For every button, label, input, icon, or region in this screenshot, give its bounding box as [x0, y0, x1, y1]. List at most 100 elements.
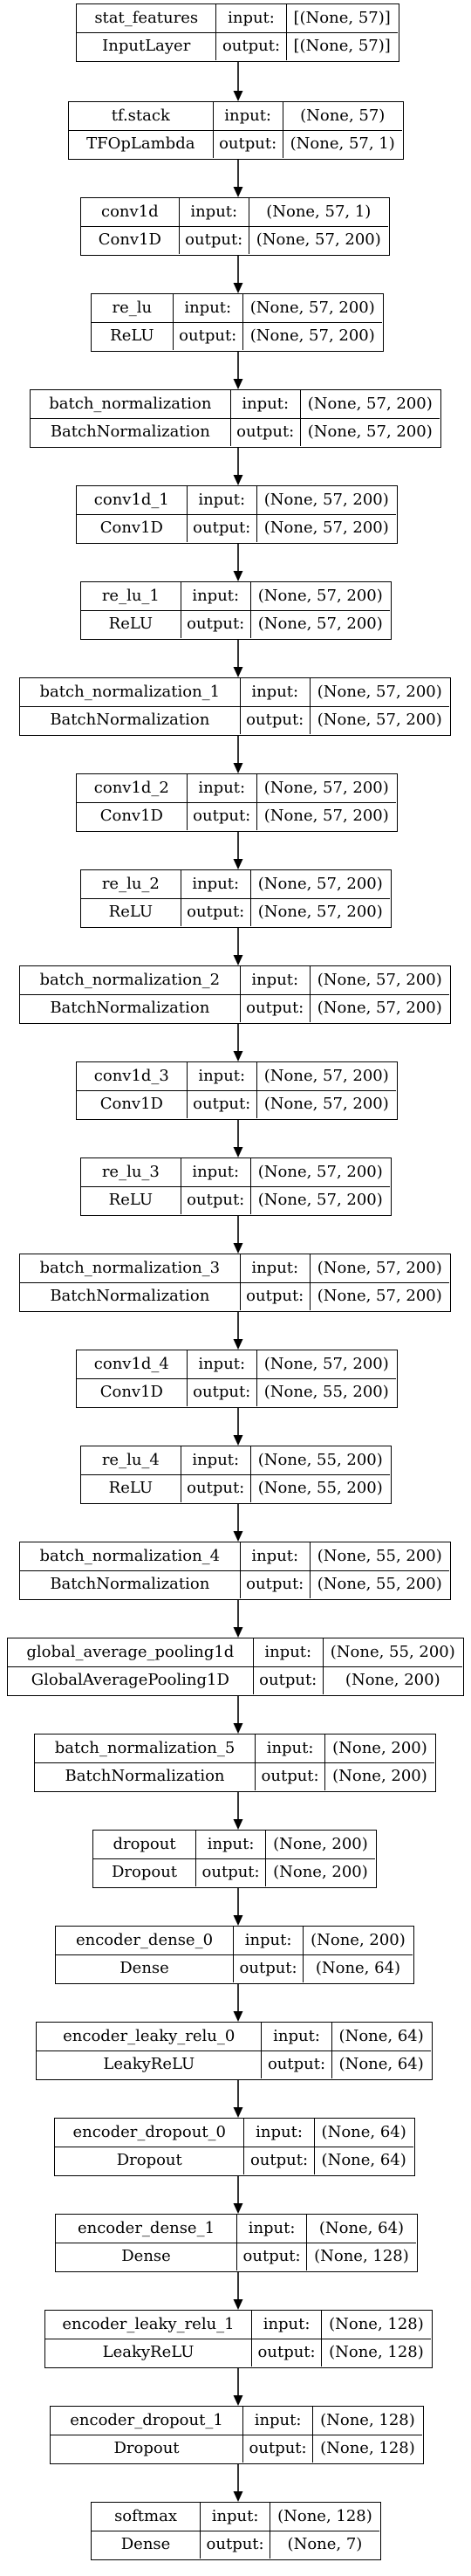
layer-name: re_lu: [92, 294, 174, 324]
input-label: input:: [256, 1735, 326, 1764]
input-label: input:: [196, 1831, 267, 1860]
output-shape: (None, 57, 200): [263, 807, 389, 826]
edge-arrowhead: [233, 2491, 243, 2502]
input-shape: (None, 55, 200): [323, 1638, 462, 1668]
output-label: output:: [231, 419, 301, 446]
input-label: input:: [252, 2311, 323, 2340]
edge-arrowhead: [233, 2203, 243, 2214]
input-shape: (None, 55, 200): [250, 1446, 390, 1476]
output-label: output:: [234, 1955, 304, 1982]
layer-type: BatchNormalization: [20, 707, 241, 734]
layer-type: Conv1D: [77, 1379, 188, 1406]
layer-name: encoder_leaky_relu_1: [45, 2311, 253, 2340]
output-label: output:: [181, 1187, 251, 1214]
output-label: output:: [256, 1763, 326, 1790]
input-label: input:: [244, 2119, 315, 2148]
layer-type: Conv1D: [77, 803, 188, 830]
output-shape: (None, 57, 200): [257, 615, 383, 634]
input-shape: (None, 57, 200): [250, 582, 390, 612]
layer-type: ReLU: [81, 899, 181, 926]
input-shape: (None, 57): [283, 102, 402, 132]
input-shape: (None, 57, 200): [256, 1062, 396, 1092]
layer-name: conv1d: [81, 198, 180, 228]
layer-name: batch_normalization_4: [20, 1542, 241, 1572]
output-shape: [(None, 57)]: [293, 37, 391, 56]
input-label: input:: [187, 1062, 257, 1092]
edge-arrowhead: [233, 763, 243, 773]
input-shape: (None, 128): [313, 2407, 422, 2436]
input-label: input:: [181, 1158, 251, 1188]
edge-arrowhead: [233, 2299, 243, 2310]
output-label: output:: [241, 1283, 311, 1310]
output-label: output:: [237, 2243, 308, 2270]
layer-name: re_lu_4: [81, 1446, 181, 1476]
input-label: input:: [181, 582, 251, 612]
layer-type: Dense: [92, 2531, 201, 2559]
output-label: output:: [252, 2339, 323, 2366]
input-shape: (None, 64): [314, 2119, 413, 2148]
layer-name: batch_normalization_3: [20, 1254, 241, 1284]
input-label: input:: [234, 1927, 304, 1956]
layer-name: tf.stack: [69, 102, 214, 132]
layer-name: batch_normalization_2: [20, 966, 241, 996]
edge-arrowhead: [233, 379, 243, 389]
input-shape: (None, 57, 200): [242, 294, 382, 324]
input-shape: (None, 57, 200): [310, 1254, 449, 1284]
layer-type: ReLU: [81, 1475, 181, 1502]
edge-arrowhead: [233, 1243, 243, 1254]
edge-arrowhead: [233, 1339, 243, 1350]
layer-name: encoder_dense_1: [56, 2215, 238, 2244]
input-shape: (None, 64): [331, 2023, 431, 2052]
input-label: input:: [187, 486, 257, 516]
edge-arrowhead: [233, 2395, 243, 2406]
input-shape: (None, 55, 200): [310, 1542, 449, 1572]
input-label: input:: [201, 2503, 271, 2532]
output-shape: (None, 64): [338, 2055, 424, 2074]
layer-name: global_average_pooling1d: [8, 1638, 254, 1668]
layer-name: encoder_leaky_relu_0: [37, 2023, 263, 2052]
input-shape: (None, 64): [307, 2215, 416, 2244]
output-shape: (None, 55, 200): [317, 1575, 442, 1594]
input-label: input:: [187, 774, 257, 804]
input-label: input:: [240, 1542, 311, 1572]
output-shape: (None, 64): [321, 2151, 406, 2170]
output-label: output:: [181, 611, 251, 638]
input-shape: (None, 57, 1): [249, 198, 388, 228]
layer-type: InputLayer: [77, 33, 217, 60]
layer-type: Conv1D: [77, 515, 188, 542]
output-label: output:: [241, 1571, 311, 1598]
output-shape: (None, 57, 200): [317, 999, 442, 1018]
output-label: output:: [181, 899, 251, 926]
input-label: input:: [240, 678, 311, 708]
output-label: output:: [196, 1859, 267, 1886]
edge-arrowhead: [233, 859, 243, 869]
input-label: input:: [216, 4, 287, 34]
layer-type: BatchNormalization: [20, 1283, 241, 1310]
input-shape: (None, 128): [322, 2311, 431, 2340]
edge-arrowhead: [233, 187, 243, 197]
layer-name: conv1d_4: [77, 1350, 188, 1380]
output-label: output:: [241, 995, 311, 1022]
output-shape: (None, 57, 200): [263, 1095, 389, 1114]
layer-type: Dropout: [93, 1859, 197, 1886]
edge-arrowhead: [233, 91, 243, 101]
input-label: input:: [187, 1350, 257, 1380]
output-shape: (None, 200): [345, 1671, 440, 1690]
layer-name: encoder_dropout_0: [55, 2119, 245, 2148]
input-label: input:: [181, 1446, 251, 1476]
edge-arrowhead: [233, 1723, 243, 1734]
output-shape: (None, 64): [315, 1959, 401, 1978]
